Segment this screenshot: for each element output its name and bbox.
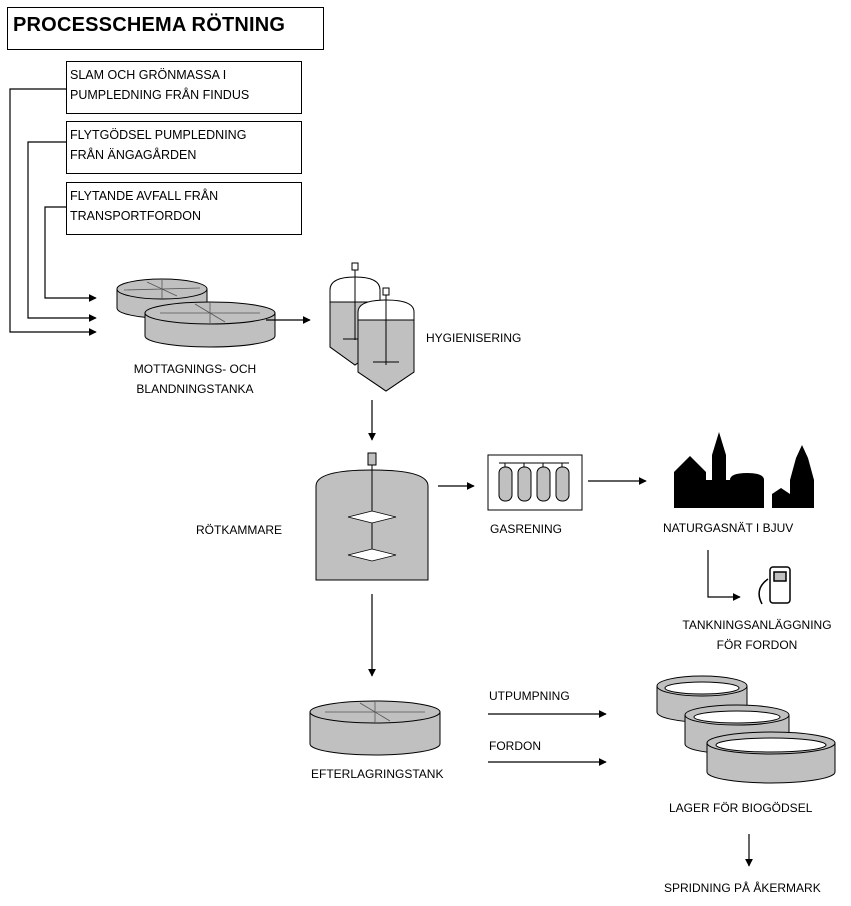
post-storage-label: EFTERLAGRINGSTANK bbox=[311, 767, 444, 781]
mixing-tanks-label-line2: BLANDNINGSTANKA bbox=[136, 382, 254, 396]
gas-cleaning-label: GASRENING bbox=[490, 522, 563, 536]
input-transport-line1: FLYTANDE AVFALL FRÅN bbox=[70, 189, 219, 203]
gas-cleaning-unit bbox=[487, 454, 583, 511]
input-box-transport: FLYTANDE AVFALL FRÅN TRANSPORTFORDON bbox=[66, 182, 302, 235]
mixing-tank-front bbox=[144, 301, 276, 348]
spreading-label: SPRIDNING PÅ ÅKERMARK bbox=[664, 881, 821, 895]
mixing-tanks-label-line1: MOTTAGNINGS- OCH bbox=[133, 362, 257, 376]
town-silhouette-icon bbox=[674, 432, 814, 508]
pumping-label: UTPUMPNING bbox=[489, 689, 570, 703]
page-title: PROCESSCHEMA RÖTNING bbox=[7, 7, 324, 50]
feed-line-angagarden bbox=[27, 141, 97, 322]
mixing-tanks-label: MOTTAGNINGS- OCH BLANDNINGSTANKA bbox=[120, 359, 270, 399]
input-box-findus: SLAM OCH GRÖNMASSA I PUMPLEDNING FRÅN FI… bbox=[66, 61, 302, 114]
arrow-grid-to-fuel bbox=[707, 550, 741, 601]
feed-line-transport bbox=[44, 206, 97, 302]
fuel-station-label-line2: FÖR FORDON bbox=[716, 638, 798, 652]
feed-line-findus bbox=[9, 88, 97, 336]
biofertilizer-storage-label: LAGER FÖR BIOGÖDSEL bbox=[669, 801, 813, 815]
hygienisation-label: HYGIENISERING bbox=[426, 331, 522, 345]
input-box-angagarden: FLYTGÖDSEL PUMPLEDNING FRÅN ÄNGAGÅRDEN bbox=[66, 121, 302, 174]
input-transport-line2: TRANSPORTFORDON bbox=[70, 209, 202, 223]
input-angagarden-line2: FRÅN ÄNGAGÅRDEN bbox=[70, 148, 197, 162]
digester-tank bbox=[315, 452, 429, 581]
fuel-station-label: TANKNINGSANLÄGGNING FÖR FORDON bbox=[667, 615, 847, 655]
post-storage-tank bbox=[309, 700, 441, 756]
fuel-station-label-line1: TANKNINGSANLÄGGNING bbox=[682, 618, 832, 632]
input-findus-line1: SLAM OCH GRÖNMASSA I bbox=[70, 68, 227, 82]
gas-grid-label: NATURGASNÄT I BJUV bbox=[663, 521, 794, 535]
digester-label: RÖTKAMMARE bbox=[196, 523, 283, 537]
fuel-pump-icon bbox=[758, 566, 791, 605]
hygiene-tank-front bbox=[357, 287, 415, 392]
input-findus-line2: PUMPLEDNING FRÅN FINDUS bbox=[70, 88, 250, 102]
input-angagarden-line1: FLYTGÖDSEL PUMPLEDNING bbox=[70, 128, 247, 142]
vehicles-label: FORDON bbox=[489, 739, 541, 753]
biofertilizer-tank-3 bbox=[706, 731, 836, 784]
